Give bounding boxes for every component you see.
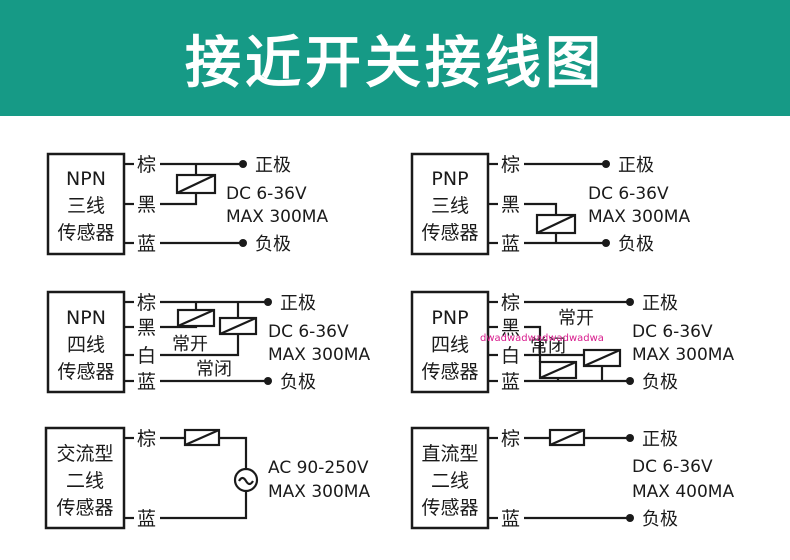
sensor-box (410, 152, 490, 256)
sensor-box (46, 152, 126, 256)
sensor-label: 传感器 (57, 361, 114, 383)
pin-brown-label: 棕 (137, 154, 156, 176)
sensor-type-label: 交流型 (56, 443, 113, 465)
terminal-dot (602, 160, 610, 168)
sensor-label: 传感器 (57, 222, 114, 244)
current-spec: MAX 300MA (226, 207, 328, 227)
pin-black-label: 黑 (501, 317, 520, 339)
negative-label: 负极 (642, 372, 678, 393)
terminal-dot (626, 514, 634, 522)
watermark-text: dwadwadwadwadwadwa (480, 333, 604, 344)
panel-npn-3wire: NPN 三线 传感器 棕 黑 蓝 正极 负极 DC 6-36V MAX 300M… (46, 152, 328, 256)
current-spec: MAX 400MA (632, 482, 734, 502)
pin-brown-label: 棕 (137, 292, 156, 314)
sine-wave-icon (238, 476, 254, 486)
sensor-type-label: PNP (431, 307, 468, 329)
sensor-label: 传感器 (56, 497, 113, 519)
pin-brown-label: 棕 (501, 292, 520, 314)
terminal-dot (264, 298, 272, 306)
sensor-type-label: NPN (66, 168, 106, 190)
sensor-label: 传感器 (421, 222, 478, 244)
voltage-spec: DC 6-36V (632, 457, 713, 477)
pin-white-label: 白 (501, 345, 520, 367)
terminal-dot (602, 239, 610, 247)
terminal-dot (239, 239, 247, 247)
terminal-dot (626, 298, 634, 306)
terminal-dot (264, 377, 272, 385)
pin-brown-label: 棕 (137, 428, 156, 450)
positive-label: 正极 (280, 293, 316, 314)
pin-black-label: 黑 (137, 317, 156, 339)
negative-label: 负极 (642, 509, 678, 530)
panel-dc-2wire: 直流型 二线 传感器 棕 蓝 正极 负极 DC 6-36V MAX 400MA (410, 426, 734, 530)
current-spec: MAX 300MA (268, 345, 370, 365)
sensor-wire-count: 二线 (431, 470, 469, 492)
sensor-type-label: PNP (431, 168, 468, 190)
panel-pnp-3wire: PNP 三线 传感器 棕 黑 蓝 正极 负极 DC 6-36V MAX 300M… (410, 152, 690, 256)
sensor-wire-count: 三线 (431, 195, 469, 217)
voltage-spec: DC 6-36V (268, 322, 349, 342)
pin-blue-label: 蓝 (501, 508, 520, 530)
sensor-box (46, 290, 126, 394)
sensor-box (44, 426, 126, 530)
pin-blue-label: 蓝 (501, 233, 520, 255)
panel-npn-4wire: NPN 四线 传感器 棕 黑 白 蓝 常开 常闭 正极 负极 DC 6-36V … (46, 290, 370, 394)
current-spec: MAX 300MA (632, 345, 734, 365)
pin-blue-label: 蓝 (501, 371, 520, 393)
sensor-type-label: NPN (66, 307, 106, 329)
sensor-wire-count: 三线 (67, 195, 105, 217)
pin-brown-label: 棕 (501, 154, 520, 176)
sensor-wire-count: 二线 (66, 470, 104, 492)
title-banner: 接近开关接线图 (0, 0, 790, 116)
positive-label: 正极 (642, 293, 678, 314)
panel-ac-2wire: 交流型 二线 传感器 棕 蓝 AC 90-250V MAX 300MA (44, 426, 370, 530)
sensor-box (410, 426, 490, 530)
pin-white-label: 白 (137, 345, 156, 367)
panel-pnp-4wire: PNP 四线 传感器 棕 黑 白 蓝 常开 常闭 正极 负极 DC 6-36V … (410, 290, 734, 394)
sensor-wire-count: 四线 (67, 334, 105, 356)
pin-blue-label: 蓝 (137, 233, 156, 255)
normally-closed-label: 常闭 (530, 336, 566, 357)
voltage-spec: AC 90-250V (268, 458, 369, 478)
current-spec: MAX 300MA (268, 482, 370, 502)
page-title: 接近开关接线图 (185, 30, 605, 96)
pin-brown-label: 棕 (501, 428, 520, 450)
current-spec: MAX 300MA (588, 207, 690, 227)
sensor-box (410, 290, 490, 394)
voltage-spec: DC 6-36V (226, 184, 307, 204)
positive-label: 正极 (618, 155, 654, 176)
negative-label: 负极 (255, 234, 291, 255)
positive-label: 正极 (255, 155, 291, 176)
terminal-dot (626, 434, 634, 442)
sensor-label: 传感器 (421, 361, 478, 383)
sensor-wire-count: 四线 (431, 334, 469, 356)
terminal-dot (626, 377, 634, 385)
voltage-spec: DC 6-36V (588, 184, 669, 204)
terminal-dot (239, 160, 247, 168)
sensor-label: 传感器 (421, 497, 478, 519)
normally-open-label: 常开 (558, 308, 594, 329)
sensor-type-label: 直流型 (421, 443, 478, 465)
pin-black-label: 黑 (137, 194, 156, 216)
negative-label: 负极 (280, 372, 316, 393)
pin-blue-label: 蓝 (137, 371, 156, 393)
positive-label: 正极 (642, 429, 678, 450)
normally-open-label: 常开 (172, 334, 208, 355)
pin-black-label: 黑 (501, 194, 520, 216)
pin-blue-label: 蓝 (137, 508, 156, 530)
voltage-spec: DC 6-36V (632, 322, 713, 342)
normally-closed-label: 常闭 (196, 359, 232, 380)
negative-label: 负极 (618, 234, 654, 255)
